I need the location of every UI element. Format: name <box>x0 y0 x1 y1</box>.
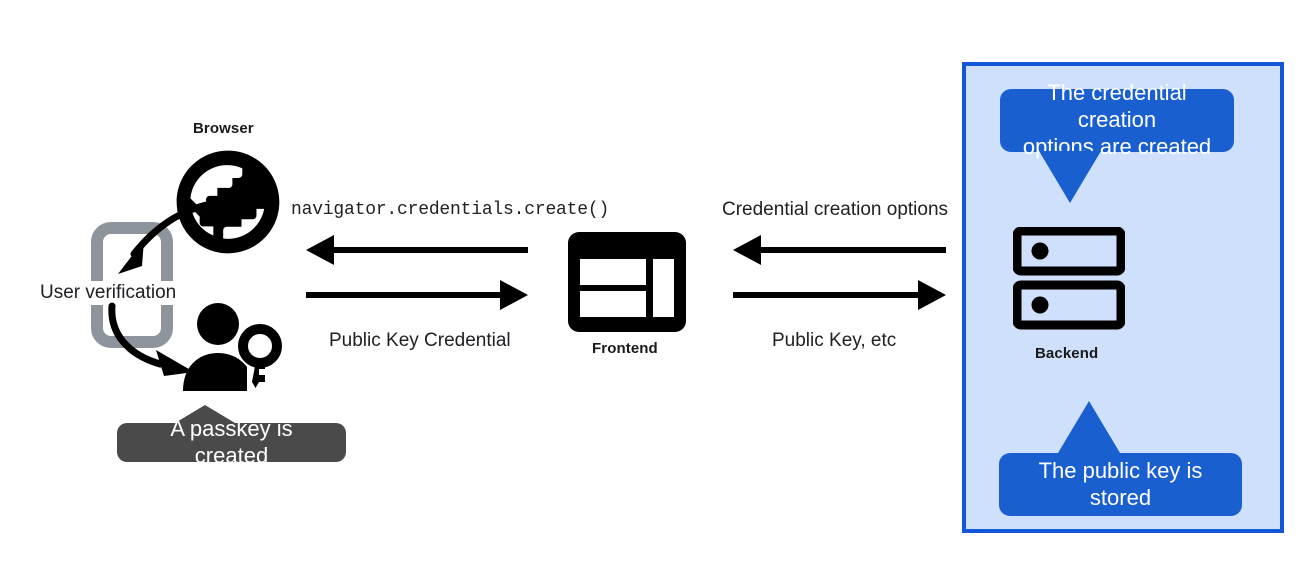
arrow-label-credential-options: Credential creation options <box>722 199 949 220</box>
tooltip-credential-options-line1: The credential creation <box>1047 80 1187 133</box>
arrow-public-key-credential <box>306 280 528 310</box>
tooltip-passkey-created-text: A passkey is created <box>170 415 293 468</box>
user-verification-label: User verification <box>38 281 179 305</box>
server-rack-icon <box>1013 227 1125 332</box>
arrow-shaft <box>733 292 919 298</box>
arrow-shaft <box>760 247 946 253</box>
arrowhead-left <box>306 235 334 265</box>
arrow-browser-to-phone <box>96 196 216 286</box>
arrow-public-key-etc <box>733 280 946 310</box>
tooltip-passkey-created-pointer <box>175 405 235 423</box>
globe-icon <box>172 146 284 258</box>
person-with-key-icon <box>181 303 285 393</box>
arrowhead-right <box>918 280 946 310</box>
arrow-credential-creation-options <box>733 235 946 265</box>
tooltip-credential-options-pointer <box>1039 151 1101 203</box>
browser-label: Browser <box>193 120 254 137</box>
arrow-credentials-create <box>306 235 528 265</box>
arrow-shaft <box>306 292 501 298</box>
arrowhead-left <box>733 235 761 265</box>
arrow-phone-to-user <box>106 302 216 384</box>
tooltip-credential-options: The credential creation options are crea… <box>1000 80 1234 159</box>
arrow-label-navigator-create: navigator.credentials.create() <box>291 200 610 220</box>
arrowhead-right <box>500 280 528 310</box>
tooltip-passkey-created: A passkey is created <box>117 416 346 468</box>
arrow-label-public-key-etc: Public Key, etc <box>772 330 897 351</box>
tooltip-public-key-stored: The public key is stored <box>999 453 1242 516</box>
frontend-label: Frontend <box>592 340 658 357</box>
backend-label: Backend <box>1035 345 1099 362</box>
arrow-shaft <box>333 247 528 253</box>
tooltip-public-key-stored-line2: stored <box>1089 484 1152 510</box>
tooltip-public-key-stored-line1: The public key is <box>1038 457 1203 483</box>
tooltip-public-key-stored-pointer <box>1058 401 1120 453</box>
arrow-label-public-key-credential: Public Key Credential <box>329 330 511 351</box>
dashboard-window-icon <box>568 232 686 332</box>
